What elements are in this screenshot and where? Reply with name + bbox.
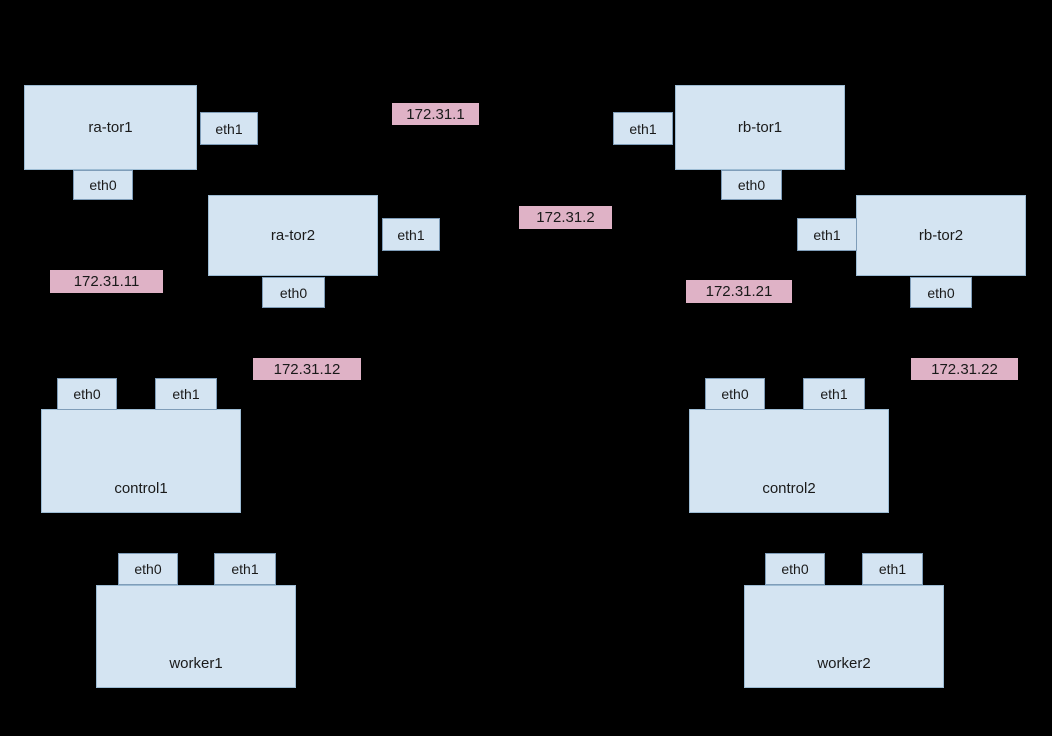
node-label-control1: control1 (114, 480, 168, 497)
interface-rb-tor2-eth0[interactable]: eth0 (910, 277, 972, 308)
node-label-ra-tor2: ra-tor2 (270, 226, 316, 244)
interface-control2-eth0[interactable]: eth0 (705, 378, 765, 410)
node-control2[interactable]: control2 (689, 409, 889, 513)
interface-control2-eth1[interactable]: eth1 (803, 378, 865, 410)
interface-worker1-eth0[interactable]: eth0 (118, 553, 178, 585)
interface-ra-tor1-eth0[interactable]: eth0 (73, 170, 133, 200)
node-control1[interactable]: control1 (41, 409, 241, 513)
interface-ra-tor2-eth1[interactable]: eth1 (382, 218, 440, 251)
network-label-net-172-31-21[interactable]: 172.31.21 (686, 280, 792, 303)
node-worker2[interactable]: worker2 (744, 585, 944, 688)
node-rb-tor2[interactable]: rb-tor2 (856, 195, 1026, 276)
node-label-worker1: worker1 (169, 655, 223, 672)
node-label-ra-tor1: ra-tor1 (88, 118, 133, 136)
node-label-rb-tor2: rb-tor2 (918, 226, 964, 244)
interface-worker1-eth1[interactable]: eth1 (214, 553, 276, 585)
interface-control1-eth0[interactable]: eth0 (57, 378, 117, 410)
node-worker1[interactable]: worker1 (96, 585, 296, 688)
node-ra-tor1[interactable]: ra-tor1 (24, 85, 197, 170)
network-label-net-172-31-2[interactable]: 172.31.2 (519, 206, 612, 229)
node-label-worker2: worker2 (817, 655, 871, 672)
network-label-net-172-31-1[interactable]: 172.31.1 (392, 103, 479, 125)
node-label-control2: control2 (762, 480, 816, 497)
network-label-net-172-31-12[interactable]: 172.31.12 (253, 358, 361, 380)
interface-worker2-eth1[interactable]: eth1 (862, 553, 923, 585)
interface-rb-tor1-eth1[interactable]: eth1 (613, 112, 673, 145)
interface-ra-tor1-eth1[interactable]: eth1 (200, 112, 258, 145)
network-label-net-172-31-22[interactable]: 172.31.22 (911, 358, 1018, 380)
interface-ra-tor2-eth0[interactable]: eth0 (262, 277, 325, 308)
interface-worker2-eth0[interactable]: eth0 (765, 553, 825, 585)
node-rb-tor1[interactable]: rb-tor1 (675, 85, 845, 170)
node-label-rb-tor1: rb-tor1 (737, 118, 783, 136)
node-ra-tor2[interactable]: ra-tor2 (208, 195, 378, 276)
network-label-net-172-31-11[interactable]: 172.31.11 (50, 270, 163, 293)
interface-rb-tor1-eth0[interactable]: eth0 (721, 170, 782, 200)
interface-rb-tor2-eth1[interactable]: eth1 (797, 218, 857, 251)
interface-control1-eth1[interactable]: eth1 (155, 378, 217, 410)
